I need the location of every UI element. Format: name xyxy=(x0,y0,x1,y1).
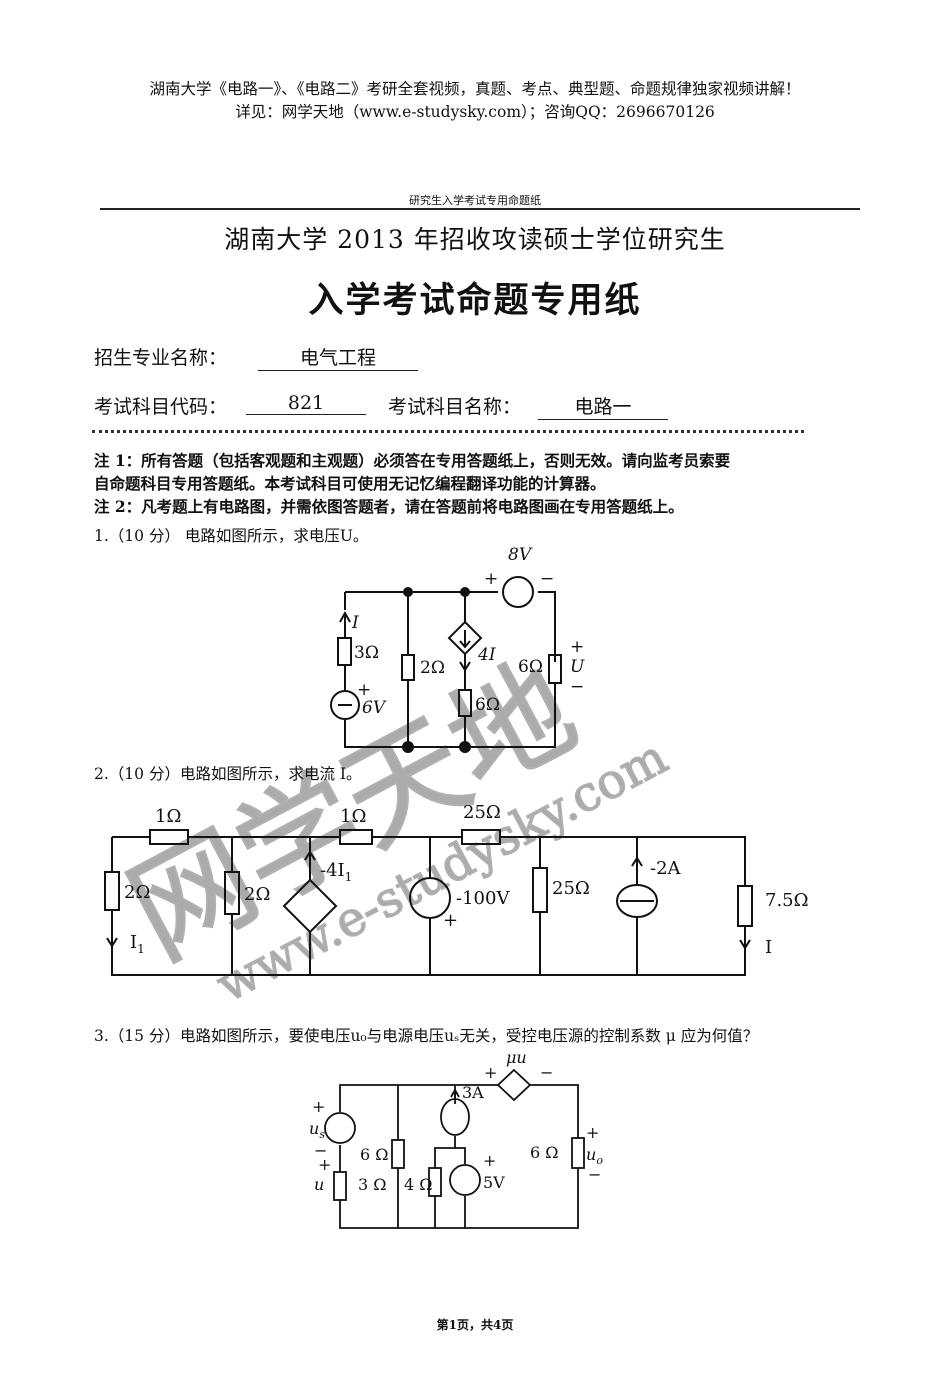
label-8v-plus: + xyxy=(484,569,498,589)
subject-label: 考试科目名称： xyxy=(388,396,522,418)
label-us-minus: − xyxy=(314,1141,327,1160)
note-1-line-1: 注 1：所有答题（包括客观题和主观题）必须答在专用答题纸上，否则无效。请向监考员… xyxy=(94,451,731,470)
label-mu-u-minus: − xyxy=(540,1063,553,1082)
label-25ohm-a: 25Ω xyxy=(463,802,501,823)
label-u-plus: + xyxy=(570,637,584,657)
label-6ohm-a: 6Ω xyxy=(475,695,500,715)
header-rule xyxy=(100,208,860,210)
label-8v: 8V xyxy=(508,545,533,565)
label-uo-minus: − xyxy=(588,1165,601,1184)
note-1-line-2: 自命题科目专用答题纸。本考试科目可使用无记忆编程翻译功能的计算器。 xyxy=(94,474,606,493)
title-line-2: 入学考试命题专用纸 xyxy=(308,281,642,321)
label-6ohm-b: 6 Ω xyxy=(530,1143,559,1162)
label-u-plus: + xyxy=(318,1155,331,1174)
label-5v: 5V xyxy=(483,1173,505,1192)
label-u-minus: − xyxy=(570,677,584,697)
title-line-1: 湖南大学 2013 年招收攻读硕士学位研究生 xyxy=(224,225,726,254)
label-2a: -2A xyxy=(650,858,682,879)
label-1ohm-a: 1Ω xyxy=(155,806,181,827)
paper-header: 研究生入学考试专用命题纸 xyxy=(409,194,541,207)
code-value: 821 xyxy=(246,392,366,415)
question-1: 1.（10 分） 电路如图所示，求电压U。 xyxy=(94,527,369,545)
label-2ohm-a: 2Ω xyxy=(124,882,150,903)
dotted-separator xyxy=(92,430,804,433)
subject-value: 电路一 xyxy=(538,392,668,420)
label-u: u xyxy=(314,1175,324,1194)
label-mu-u: μu xyxy=(506,1048,527,1067)
label-1ohm-b: 1Ω xyxy=(340,806,366,827)
label-6v-plus: + xyxy=(357,680,371,700)
code-label: 考试科目代码： xyxy=(94,396,228,418)
label-us: us xyxy=(309,1119,325,1141)
question-3: 3.（15 分）电路如图所示，要使电压u₀与电源电压uₛ无关，受控电压源的控制系… xyxy=(94,1027,759,1045)
label-3ohm: 3Ω xyxy=(354,643,379,663)
label-6ohm-b: 6Ω xyxy=(518,657,543,677)
question-2: 2.（10 分）电路如图所示，求电流 I。 xyxy=(94,765,362,783)
advert-line-1: 湖南大学《电路一》、《电路二》考研全套视频，真题、考点、典型题、命题规律独家视频… xyxy=(149,80,801,98)
label-uo: uo xyxy=(586,1145,603,1167)
label-4ohm: 4 Ω xyxy=(404,1175,433,1194)
label-7-5ohm: 7.5Ω xyxy=(765,890,809,911)
label-i-out: I xyxy=(765,937,772,958)
label-8v-minus: − xyxy=(540,569,554,589)
advert-line-2: 详见：网学天地（www.e-studysky.com）；咨询QQ：2696670… xyxy=(235,103,715,121)
label-3a: 3A xyxy=(462,1083,484,1102)
label-2ohm: 2Ω xyxy=(420,658,445,678)
note-2: 注 2：凡考题上有电路图，并需依图答题者，请在答题前将电路图画在专用答题纸上。 xyxy=(94,497,684,516)
label-25ohm-b: 25Ω xyxy=(552,878,590,899)
label-us-plus: + xyxy=(312,1097,325,1116)
major-value: 电气工程 xyxy=(258,343,418,371)
label-u: U xyxy=(570,657,585,677)
major-label: 招生专业名称： xyxy=(94,347,228,369)
label-6v: 6V xyxy=(362,698,387,718)
label-100v: -100V xyxy=(456,888,510,909)
label-dependent-source: -4I1 xyxy=(320,860,352,884)
label-4i: 4I xyxy=(477,645,496,665)
label-5v-plus: + xyxy=(483,1151,496,1170)
page-footer: 第1页，共4页 xyxy=(436,1318,514,1332)
label-2ohm-b: 2Ω xyxy=(244,884,270,905)
label-100v-plus: + xyxy=(443,910,458,931)
label-6ohm-a: 6 Ω xyxy=(360,1145,389,1164)
label-i1: I1 xyxy=(130,932,145,956)
label-mu-u-plus: + xyxy=(484,1063,497,1082)
label-3ohm: 3 Ω xyxy=(358,1175,387,1194)
label-i: I xyxy=(351,613,359,633)
label-uo-plus: + xyxy=(586,1123,599,1142)
